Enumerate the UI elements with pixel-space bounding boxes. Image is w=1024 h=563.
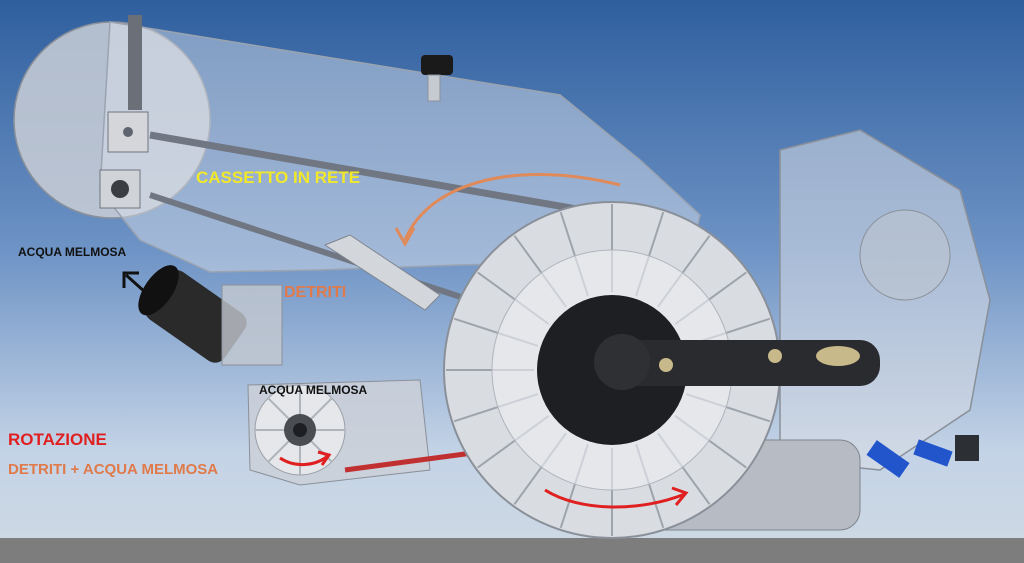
- fitting-dark-3: [955, 435, 979, 461]
- label-acqua-melmosa-outlet: ACQUA MELMOSA: [18, 245, 127, 259]
- fitting-blue-1: [866, 440, 910, 478]
- cassetto-flow-arrow: [403, 172, 621, 241]
- hose-mount-plate: [221, 284, 283, 366]
- crank-bolt-2: [768, 349, 782, 363]
- left-bracket-hole: [123, 127, 133, 137]
- small-rotation-arrowhead: [317, 450, 332, 466]
- drain-hose: [138, 265, 247, 363]
- label-detriti-acqua-melmosa: DETRITI + ACQUA MELMOSA: [8, 461, 219, 478]
- label-cassetto-in-rete: CASSETTO IN RETE: [196, 168, 361, 187]
- small-rotation-arrow: [279, 454, 329, 466]
- right-plate-window: [859, 209, 951, 301]
- small-impeller-hub-center: [293, 423, 307, 437]
- right-side-plate: [779, 129, 991, 471]
- drive-belt: [344, 449, 481, 473]
- top-knob: [421, 55, 453, 75]
- transparent-housing: [99, 21, 701, 273]
- left-fitting-nut: [111, 180, 129, 198]
- label-rotazione: ROTAZIONE: [8, 430, 107, 449]
- label-detriti: DETRITI: [284, 284, 347, 301]
- upper-rod: [149, 131, 641, 224]
- top-hook-bracket: [128, 15, 142, 110]
- acqua-left-arrowhead: [122, 271, 139, 288]
- crank-slot: [816, 346, 860, 366]
- crank-pin-left: [594, 334, 650, 390]
- cassetto-flow-arrowhead: [394, 227, 416, 248]
- big-rotation-arrowhead: [671, 486, 689, 506]
- big-rotation-arrow: [544, 488, 686, 509]
- label-acqua-melmosa-pump: ACQUA MELMOSA: [259, 383, 368, 397]
- top-knob-stem: [427, 74, 441, 102]
- acqua-left-arrow: [124, 273, 147, 294]
- diagonal-lever: [323, 234, 441, 311]
- ground-strip: [0, 538, 1024, 563]
- fitting-blue-2: [913, 439, 953, 467]
- crank-arm: [600, 340, 880, 386]
- crank-bolt-1: [659, 358, 673, 372]
